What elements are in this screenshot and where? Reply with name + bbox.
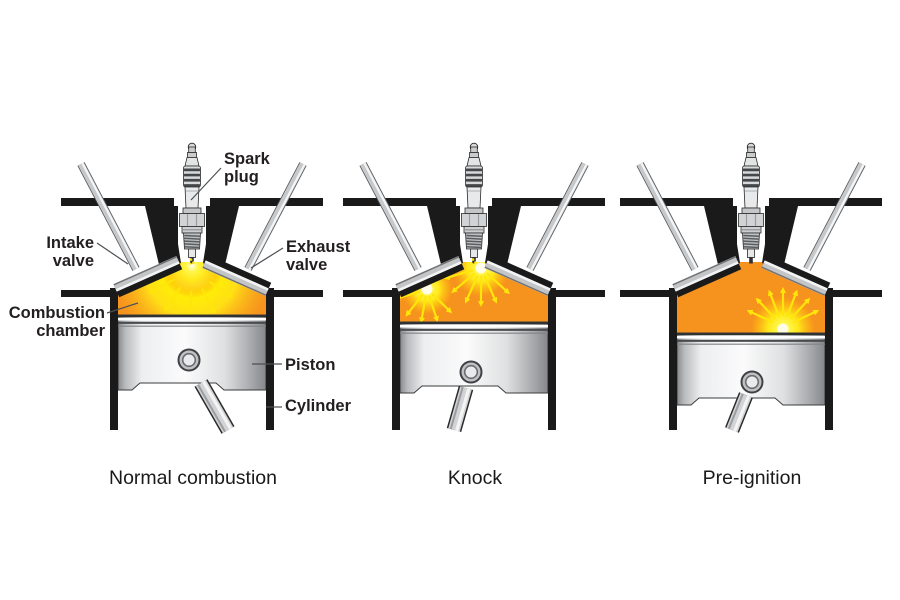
label-text: valve bbox=[286, 256, 328, 275]
engine-diagram-normal-combustion bbox=[61, 142, 323, 434]
lower-deck bbox=[61, 290, 323, 297]
flame-arrows bbox=[746, 287, 820, 324]
flame-front bbox=[746, 287, 820, 333]
spark-plug bbox=[738, 142, 764, 264]
wrist-pin bbox=[740, 370, 764, 394]
label-text: Spark bbox=[224, 150, 270, 168]
label-piston: Piston bbox=[285, 356, 335, 374]
label-text: Intake bbox=[46, 234, 94, 252]
engine-diagram-knock bbox=[343, 142, 605, 433]
exhaust-valve-seat bbox=[202, 254, 272, 296]
cylinder-wall-right bbox=[548, 288, 556, 430]
wrist-pin bbox=[177, 348, 201, 372]
flame-arrows bbox=[400, 269, 510, 322]
label-spark-plug: Spark plug bbox=[224, 150, 270, 186]
label-text: plug bbox=[224, 168, 259, 187]
spark-plug bbox=[461, 142, 487, 265]
label-text: Combustion bbox=[8, 304, 105, 322]
piston bbox=[676, 332, 826, 406]
flame-front bbox=[118, 262, 266, 315]
cylinder-wall-left bbox=[110, 288, 118, 430]
intake-valve-stem bbox=[359, 162, 422, 271]
intake-valve-seat bbox=[672, 256, 742, 298]
label-intake-valve: Intake valve bbox=[18, 234, 94, 270]
connecting-rod bbox=[446, 385, 474, 433]
label-text: chamber bbox=[36, 322, 105, 341]
label-text: Cylinder bbox=[285, 397, 352, 415]
lower-deck bbox=[620, 290, 882, 297]
label-text: Piston bbox=[285, 356, 336, 374]
caption-knock: Knock bbox=[447, 467, 503, 489]
connecting-rod bbox=[725, 392, 753, 433]
caption-pre-ignition: Pre-ignition bbox=[702, 467, 802, 489]
label-exhaust-valve: Exhaust valve bbox=[286, 238, 350, 274]
exhaust-valve-stem bbox=[526, 162, 589, 271]
cylinder-wall-right bbox=[825, 288, 833, 430]
label-cylinder: Cylinder bbox=[285, 397, 351, 415]
cylinder-wall-left bbox=[669, 288, 677, 430]
cylinder-wall-right bbox=[266, 288, 274, 430]
label-combustion-chamber: Combustion chamber bbox=[6, 304, 105, 340]
flame-arrows bbox=[147, 279, 234, 315]
intake-valve-stem bbox=[636, 162, 699, 271]
engine-diagram-pre-ignition bbox=[620, 142, 882, 433]
connecting-rod bbox=[194, 379, 235, 434]
cylinder-wall-left bbox=[392, 288, 400, 430]
exhaust-valve-stem bbox=[803, 162, 866, 271]
caption-normal-combustion: Normal combustion bbox=[109, 467, 277, 489]
exhaust-valve-seat bbox=[484, 254, 554, 296]
lower-deck bbox=[343, 290, 605, 297]
piston bbox=[399, 321, 549, 394]
exhaust-valve-seat bbox=[761, 254, 831, 296]
intake-valve-seat bbox=[395, 256, 465, 298]
wrist-pin bbox=[459, 360, 483, 384]
label-text: valve bbox=[52, 252, 94, 271]
label-text: Exhaust bbox=[286, 238, 351, 256]
intake-valve-seat bbox=[113, 256, 183, 298]
